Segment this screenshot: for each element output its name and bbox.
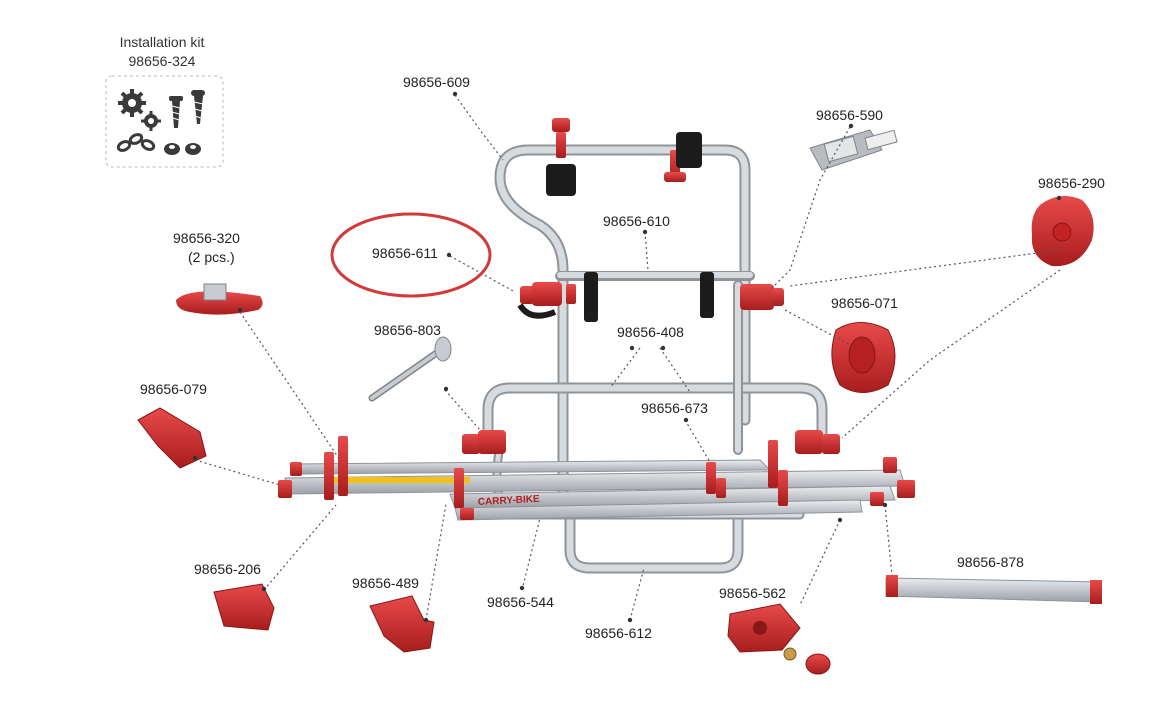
nut-icon <box>164 143 201 155</box>
wheel-rails: CARRY-BIKE <box>278 436 915 521</box>
frame-holders <box>517 132 714 322</box>
label-98656-206: 98656-206 <box>194 561 261 577</box>
label-98656-590: 98656-590 <box>816 107 883 123</box>
screw-icon <box>169 90 205 128</box>
part-98656-290 <box>1031 196 1094 267</box>
highlight-circle <box>330 212 492 298</box>
label-98656-320: 98656-320 <box>173 230 240 246</box>
label-98656-290: 98656-290 <box>1038 175 1105 191</box>
label-98656-408: 98656-408 <box>617 324 684 340</box>
rack-frame <box>482 144 828 574</box>
leader-dots <box>192 91 1062 623</box>
label-98656-609: 98656-609 <box>403 74 470 90</box>
installation-kit-box <box>105 75 224 168</box>
part-98656-803 <box>368 336 452 402</box>
label-98656-612: 98656-612 <box>585 625 652 641</box>
frame-clamps <box>462 118 840 454</box>
label-98656-803: 98656-803 <box>374 322 441 338</box>
installation-kit-code: 98656-324 <box>129 53 196 69</box>
label-98656-562: 98656-562 <box>719 585 786 601</box>
label-98656-489: 98656-489 <box>352 575 419 591</box>
part-98656-590 <box>809 129 898 171</box>
carry-bike-logo: CARRY-BIKE <box>478 494 541 508</box>
label-98656-071: 98656-071 <box>831 295 898 311</box>
label-98656-544: 98656-544 <box>487 594 554 610</box>
leader-lines <box>194 94 1061 621</box>
installation-kit: Installation kit 98656-324 <box>105 34 224 168</box>
label-98656-320-qty: (2 pcs.) <box>188 249 235 265</box>
part-98656-489 <box>369 595 435 653</box>
part-98656-878 <box>885 575 1102 604</box>
part-98656-079 <box>137 407 207 469</box>
part-98656-206 <box>213 583 275 631</box>
part-labels: 98656-609 98656-590 98656-290 98656-610 … <box>140 74 1105 641</box>
gear-icon <box>118 89 161 131</box>
rail-reflector <box>330 477 470 483</box>
label-98656-878: 98656-878 <box>957 554 1024 570</box>
chain-icon <box>116 133 156 152</box>
installation-kit-title: Installation kit <box>120 34 205 50</box>
label-98656-610: 98656-610 <box>603 213 670 229</box>
label-98656-611: 98656-611 <box>372 245 438 261</box>
part-98656-071 <box>831 322 896 393</box>
label-98656-673: 98656-673 <box>641 400 708 416</box>
top-knob <box>552 118 570 132</box>
label-98656-079: 98656-079 <box>140 381 207 397</box>
part-98656-562 <box>727 603 831 675</box>
part-98656-320 <box>176 283 263 315</box>
